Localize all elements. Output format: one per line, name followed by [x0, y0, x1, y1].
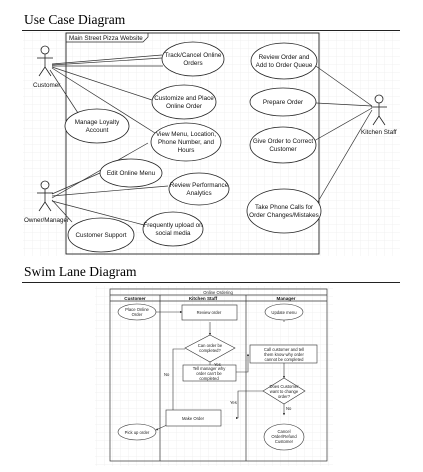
- use-case-edit-menu: [99, 158, 163, 188]
- use-case-view-menu-line3: Hours: [178, 147, 195, 154]
- lane-header-manager: Manager: [277, 296, 296, 301]
- use-case-social-upload: [142, 211, 204, 247]
- node-tell-manager-line1: Tell manager why: [193, 366, 226, 371]
- node-call-customer-line2: them know why order: [264, 352, 304, 357]
- edge-label-yes-complete: Yes: [214, 362, 221, 367]
- use-case-give-order-line1: Give Order to Correct: [253, 138, 313, 145]
- node-place-order-line2: Order: [132, 312, 143, 317]
- node-change-order-line1: Does Customer: [269, 384, 299, 389]
- node-place-order: [117, 303, 157, 321]
- node-place-order-line1: Place Online: [125, 307, 149, 312]
- use-case-view-menu: [150, 122, 222, 162]
- use-case-review-performance-line2: Analytics: [186, 190, 211, 197]
- use-case-title: Use Case Diagram: [24, 12, 126, 27]
- node-can-complete-line1: Can order be: [198, 343, 223, 348]
- customer-associations: [49, 54, 163, 134]
- node-call-customer-line3: cannot be completed: [265, 357, 305, 362]
- owner-associations: [51, 142, 169, 226]
- kitchen-actor: [371, 94, 387, 126]
- use-case-view-menu-line1: View Menu, Location,: [156, 131, 216, 138]
- node-call-customer: [249, 344, 318, 364]
- use-case-review-order-line1: Review Order and: [259, 54, 310, 61]
- use-case-customize-order-line2: Online Order: [166, 103, 202, 110]
- use-case-phone-calls: [246, 188, 322, 234]
- use-case-customer-support-line1: Customer Support: [75, 232, 126, 239]
- node-review-order: [181, 304, 238, 321]
- node-can-complete-line2: completed?: [199, 348, 221, 353]
- edge-label-no-change: No: [286, 406, 292, 411]
- use-case-prepare-order: [249, 87, 317, 117]
- system-boundary: Main Street Pizza Website: [65, 32, 320, 255]
- use-case-customer-support: [67, 217, 135, 253]
- node-update-menu: [264, 303, 304, 321]
- lane-header-kitchen: Kitchen Staff: [189, 296, 218, 301]
- swim-lane-title-rule: [22, 282, 400, 283]
- node-can-complete-decision: [184, 334, 236, 363]
- swim-lane-title: Swim Lane Diagram: [24, 264, 137, 279]
- node-make-order: [165, 409, 222, 427]
- use-case-loyalty-account: [64, 108, 130, 144]
- use-case-review-performance-line1: Review Performance: [170, 182, 229, 189]
- use-case-social-upload-line2: social media: [156, 230, 191, 237]
- node-tell-manager-line3: completed: [199, 376, 219, 381]
- node-change-order-decision: [262, 377, 306, 405]
- node-cancel-refund-line3: Customer: [275, 439, 294, 444]
- use-case-prepare-order-line1: Prepare Order: [263, 99, 303, 106]
- swim-lane-diagram-title: Online Ordering: [203, 290, 233, 295]
- node-cancel-refund-line1: Cancel: [277, 429, 290, 434]
- use-case-loyalty-account-line1: Manage Loyalty: [75, 119, 120, 126]
- use-case-edit-menu-line1: Edit Online Menu: [107, 170, 156, 177]
- customer-actor: [37, 45, 53, 77]
- node-call-customer-line1: Call customer and tell: [264, 347, 304, 352]
- use-case-social-upload-line1: Frequently upload on: [143, 222, 203, 229]
- owner-actor-label: Owner/Manager: [24, 217, 69, 224]
- use-case-review-performance: [168, 172, 230, 206]
- node-pick-up-order: [117, 423, 157, 441]
- use-case-review-order-line2: Add to Order Queue: [256, 62, 313, 69]
- kitchen-associations: [312, 63, 373, 206]
- node-tell-manager-line2: order can't be: [196, 371, 222, 376]
- use-case-give-order-line2: Customer: [269, 146, 296, 153]
- node-change-order-line3: order?: [278, 394, 291, 399]
- use-case-track-orders-line2: Orders: [183, 60, 202, 67]
- node-tell-manager: [182, 364, 237, 382]
- edge-label-no-complete: No: [164, 372, 170, 377]
- use-case-track-orders-line1: Track/Cancel Online: [165, 52, 222, 59]
- use-case-loyalty-account-line2: Account: [86, 127, 109, 134]
- use-case-view-menu-line2: Phone Number, and: [158, 139, 215, 146]
- use-case-phone-calls-line2: Order Changes/Mistakes: [249, 212, 319, 219]
- node-make-order-label: Make Order: [182, 416, 205, 421]
- system-name-label: Main Street Pizza Website: [69, 35, 143, 42]
- lane-header-customer: Customer: [124, 296, 146, 301]
- customer-actor-label: Customer: [33, 82, 60, 89]
- use-case-title-rule: [22, 30, 400, 31]
- node-cancel-refund-line2: Order/Refund: [271, 434, 297, 439]
- edge-label-yes-change: Yes: [230, 400, 237, 405]
- node-review-order-label: Review order: [197, 310, 222, 315]
- use-case-customize-order: [151, 84, 217, 120]
- owner-actor: [37, 180, 53, 212]
- node-pick-up-order-label: Pick up order: [125, 430, 150, 435]
- swim-lane-frame: [109, 288, 328, 462]
- node-cancel-refund: [263, 423, 305, 451]
- node-update-menu-label: Update menu: [271, 310, 297, 315]
- use-case-track-orders: [161, 41, 225, 77]
- kitchen-actor-label: Kitchen Staff: [361, 129, 397, 136]
- use-case-give-order: [249, 126, 317, 164]
- node-change-order-line2: want to change: [270, 389, 299, 394]
- use-case-review-order: [250, 42, 318, 80]
- use-case-phone-calls-line1: Take Phone Calls for: [255, 204, 313, 211]
- use-case-customize-order-line1: Customize and Place: [154, 95, 214, 102]
